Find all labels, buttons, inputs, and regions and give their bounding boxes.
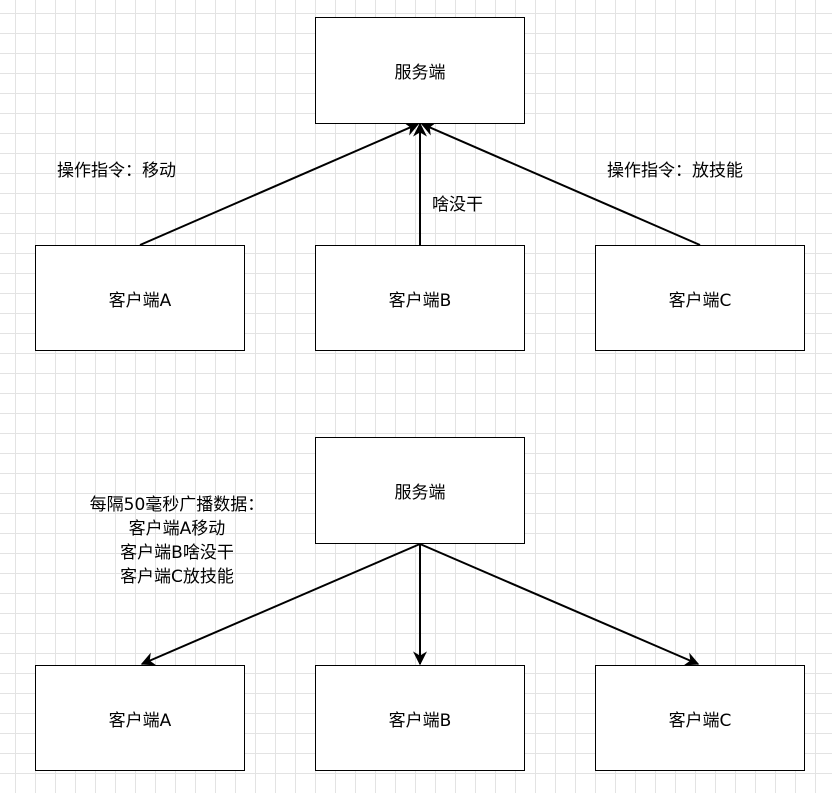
top-client-c-node[interactable]: 客户端C — [595, 245, 805, 351]
edge-top-client-c-to-server — [420, 122, 701, 246]
broadcast-line: 客户端A移动 — [128, 519, 226, 539]
broadcast-description: 每隔50毫秒广播数据： 客户端A移动 客户端B啥没干 客户端C放技能 — [62, 493, 292, 589]
top-edge-label-a: 操作指令：移动 — [57, 161, 176, 181]
bottom-client-a-node[interactable]: 客户端A — [35, 665, 245, 771]
bottom-client-b-node[interactable]: 客户端B — [315, 665, 525, 771]
edge-bottom-server-to-client-a — [140, 543, 421, 666]
top-client-b-node[interactable]: 客户端B — [315, 245, 525, 351]
edge-top-client-a-to-server — [139, 122, 420, 246]
broadcast-line: 客户端B啥没干 — [120, 543, 234, 563]
top-client-a-node[interactable]: 客户端A — [35, 245, 245, 351]
bottom-server-node[interactable]: 服务端 — [315, 437, 525, 544]
broadcast-line: 每隔50毫秒广播数据： — [89, 495, 265, 515]
broadcast-line: 客户端C放技能 — [120, 567, 234, 587]
edge-bottom-server-to-client-c — [419, 543, 700, 666]
bottom-client-c-node[interactable]: 客户端C — [595, 665, 805, 771]
top-server-node[interactable]: 服务端 — [315, 17, 525, 124]
top-edge-label-c: 操作指令：放技能 — [607, 161, 743, 181]
top-edge-label-b: 啥没干 — [432, 195, 483, 215]
